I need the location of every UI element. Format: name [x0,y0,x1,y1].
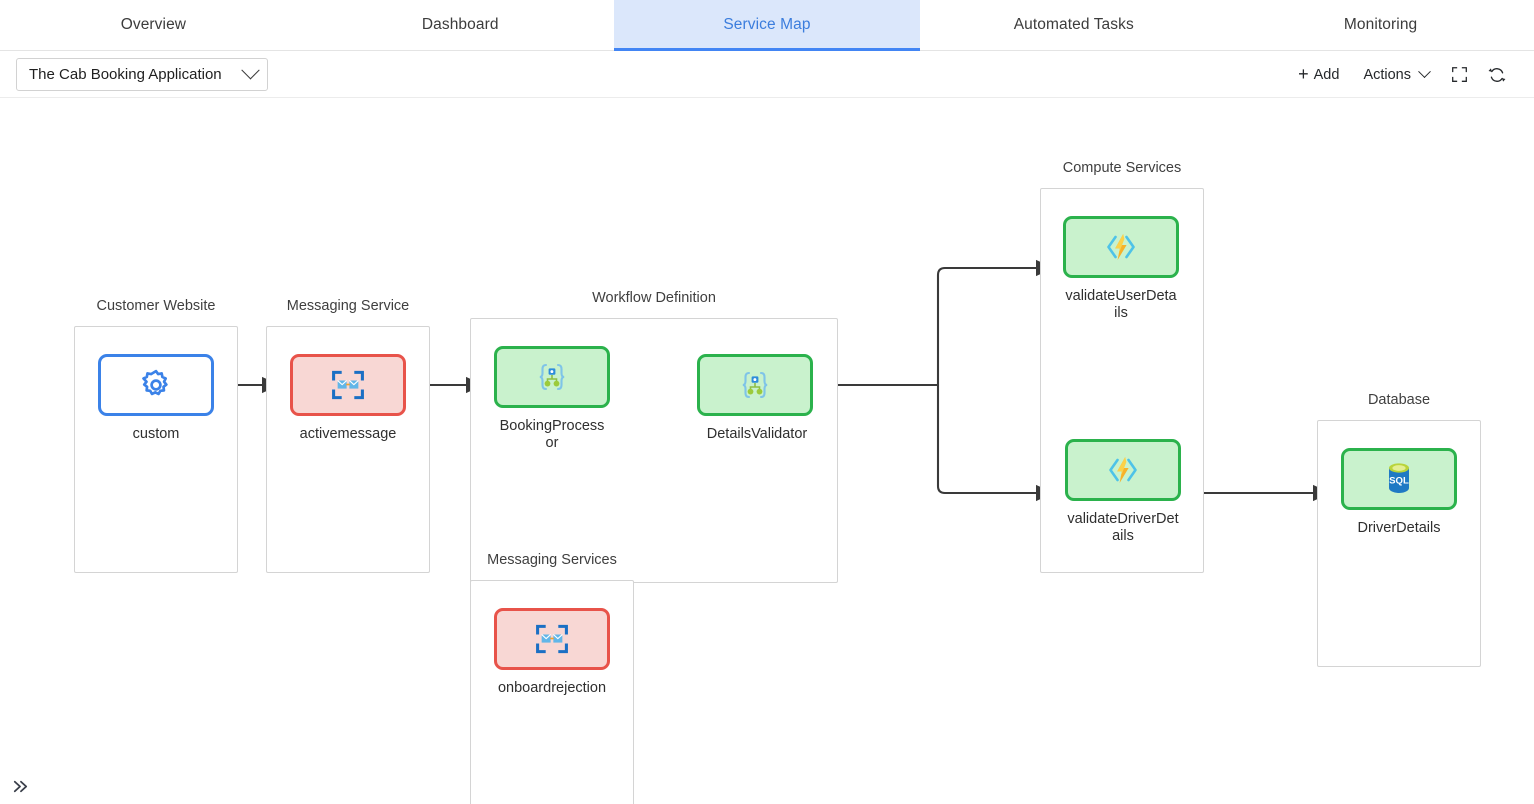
node-driverdetails[interactable]: SQL [1341,448,1457,510]
service-map-toolbar: The Cab Booking Application + Add Action… [0,51,1534,98]
actions-menu-label: Actions [1363,66,1411,83]
messaging-queue-icon [536,624,568,654]
service-map-canvas[interactable]: Customer Website custom Messaging Servic… [0,98,1534,804]
state-leaf-right [553,380,560,387]
toolbar-actions: + Add Actions [1286,51,1516,98]
lambda-function-icon [1109,457,1137,483]
refresh-button[interactable] [1478,60,1516,90]
node-label-onboardrejection: onboardrejection [497,680,607,696]
sql-database-icon: SQL [1389,463,1409,493]
lambda-function-icon [1107,234,1135,260]
group-label-messaging-service: Messaging Service [286,298,410,314]
tab-dashboard[interactable]: Dashboard [307,0,614,50]
node-label-validateuserdetails: validateUserDetails [1065,288,1177,321]
main-tab-bar: Overview Dashboard Service Map Automated… [0,0,1534,51]
node-detailsvalidator[interactable] [697,354,813,416]
envelope-right [552,634,563,643]
add-button-label: Add [1313,66,1340,83]
envelope-right [348,380,359,389]
tab-overview[interactable]: Overview [0,0,307,50]
plus-icon: + [1298,63,1309,84]
dot-right [347,383,350,386]
lightning-bolt-highlight [1115,234,1125,254]
refresh-icon [1488,67,1506,82]
state-machine-icon [742,371,768,399]
state-machine-icon [539,363,565,391]
chevron-double-right-icon [13,780,27,792]
chevron-down-icon [1418,65,1431,79]
actions-menu-button[interactable]: Actions [1351,61,1441,89]
state-root-dot [550,370,554,374]
fullscreen-button[interactable] [1441,60,1478,89]
state-root-dot [753,378,757,382]
fullscreen-icon [1452,67,1467,82]
dot-left [346,383,349,386]
node-label-bookingprocessor: BookingProcessor [499,418,605,451]
node-onboardrejection[interactable] [494,608,610,670]
edge-to-validatedriverdetails [936,385,1054,502]
state-leaf-right [756,388,763,395]
tab-monitoring[interactable]: Monitoring [1227,0,1534,50]
gear-icon [142,369,168,396]
refresh-arrow-bottom [1501,77,1506,82]
envelope-left [541,634,552,643]
dot-right [551,637,554,640]
node-activemessage[interactable] [290,354,406,416]
node-label-custom: custom [132,426,180,442]
add-button[interactable]: + Add [1286,60,1351,90]
node-validateuserdetails[interactable] [1063,216,1179,278]
db-sql-text: SQL [1389,476,1409,487]
db-top-inner [1392,465,1406,471]
refresh-arrow-top [1488,67,1493,72]
tab-service-map[interactable]: Service Map [613,0,921,51]
state-leaf-left [544,380,551,387]
node-label-validatedriverdetails: validateDriverDetails [1067,511,1179,544]
group-label-workflow-definition: Workflow Definition [592,290,716,306]
application-selector-value: The Cab Booking Application [29,66,222,83]
group-label-customer-website: Customer Website [96,298,216,314]
chevron-down-icon [241,61,260,80]
node-label-detailsvalidator: DetailsValidator [706,426,808,442]
lightning-bolt-highlight [1117,457,1127,477]
group-label-messaging-services: Messaging Services [487,552,617,568]
node-label-driverdetails: DriverDetails [1357,520,1441,536]
edge-to-validateuserdetails [936,259,1054,385]
dot-left [550,637,553,640]
group-label-compute-services: Compute Services [1062,160,1182,176]
node-label-activemessage: activemessage [299,426,397,442]
messaging-queue-icon [332,370,364,400]
tab-automated-tasks[interactable]: Automated Tasks [920,0,1227,50]
application-selector[interactable]: The Cab Booking Application [16,58,268,91]
group-label-database: Database [1367,392,1431,408]
node-validatedriverdetails[interactable] [1065,439,1181,501]
node-custom[interactable] [98,354,214,416]
expand-panel-button[interactable] [6,772,34,800]
state-leaf-left [747,388,754,395]
node-bookingprocessor[interactable] [494,346,610,408]
envelope-left [337,380,348,389]
